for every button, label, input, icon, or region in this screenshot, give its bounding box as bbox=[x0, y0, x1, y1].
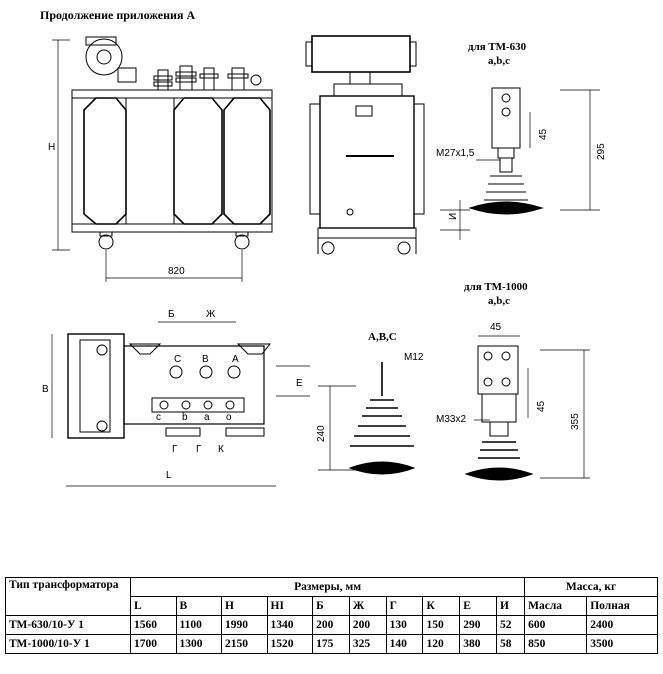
value-cell: 1340 bbox=[266, 615, 314, 635]
mass-cell: 3500 bbox=[586, 634, 658, 654]
value-cell: 380 bbox=[459, 634, 498, 654]
mass-col-header: Полная bbox=[586, 596, 658, 616]
transformer-drawing: H 820 для ТМ-630 a,b,c M bbox=[42, 35, 607, 487]
value-cell: 1990 bbox=[221, 615, 268, 635]
dim-i-label: И bbox=[448, 213, 459, 220]
value-cell: 150 bbox=[422, 615, 461, 635]
header-type: Тип трансформатора bbox=[5, 577, 131, 616]
plan-view: Б Ж C B A c b a o Г Г К B L E bbox=[42, 309, 310, 487]
tm630-subtitle: a,b,c bbox=[488, 55, 510, 67]
dim-b-label: B bbox=[42, 384, 49, 395]
lv-c-label: c bbox=[156, 412, 161, 423]
value-cell: 1700 bbox=[130, 634, 177, 654]
tm1000-dim-45-side: 45 bbox=[536, 400, 547, 412]
dim-g1-label: Г bbox=[172, 444, 178, 455]
lv-b-label: b bbox=[182, 412, 188, 423]
col-header: B bbox=[175, 596, 223, 616]
type-cell: ТМ-1000/10-У 1 bbox=[5, 634, 131, 654]
hv-thread-label: M12 bbox=[404, 352, 424, 363]
value-cell: 120 bbox=[422, 634, 461, 654]
dim-k-label: К bbox=[218, 444, 224, 455]
tm630-terminal-view: для ТМ-630 a,b,c M27x1,5 45 295 И bbox=[436, 41, 607, 240]
mass-cell: 850 bbox=[524, 634, 588, 654]
col-header: L bbox=[130, 596, 177, 616]
value-cell: 1520 bbox=[266, 634, 314, 654]
value-cell: 1100 bbox=[175, 615, 223, 635]
col-header: И bbox=[496, 596, 526, 616]
header-dimensions: Размеры, мм bbox=[129, 577, 526, 597]
tm1000-dim-355: 355 bbox=[570, 413, 581, 430]
dim-820-label: 820 bbox=[168, 266, 185, 277]
hv-b-label: B bbox=[202, 354, 209, 365]
dim-h-label: H bbox=[48, 142, 55, 153]
hv-bushing-title: A,B,C bbox=[368, 331, 397, 343]
value-cell: 140 bbox=[385, 634, 424, 654]
hv-c-label: C bbox=[174, 354, 181, 365]
side-view bbox=[305, 35, 425, 255]
value-cell: 325 bbox=[348, 634, 387, 654]
page-caption: Продолжение приложения А bbox=[40, 8, 196, 22]
value-cell: 58 bbox=[496, 634, 526, 654]
tm1000-subtitle: a,b,c bbox=[488, 295, 510, 307]
col-header: H bbox=[221, 596, 268, 616]
hv-bushing-icon bbox=[153, 65, 262, 91]
dim-zh-label: Ж bbox=[206, 309, 216, 320]
tm1000-thread-label: M33x2 bbox=[436, 414, 466, 425]
table-row: ТМ-630/10-У 1 1560 1100 1990 1340 200 20… bbox=[5, 615, 658, 635]
tm630-dim-45: 45 bbox=[538, 128, 549, 140]
type-cell: ТМ-630/10-У 1 bbox=[5, 615, 131, 635]
dim-l-label: L bbox=[166, 470, 172, 481]
dim-g2-label: Г bbox=[196, 444, 202, 455]
value-cell: 1300 bbox=[175, 634, 223, 654]
lv-o-label: o bbox=[226, 412, 232, 423]
lv-a-label: a bbox=[204, 412, 210, 423]
value-cell: 200 bbox=[312, 615, 350, 635]
value-cell: 130 bbox=[385, 615, 424, 635]
col-header: К bbox=[422, 596, 461, 616]
tm630-dim-295: 295 bbox=[596, 143, 607, 160]
tm630-thread-label: M27x1,5 bbox=[436, 148, 475, 159]
dim-e-label: E bbox=[296, 378, 303, 389]
mass-cell: 2400 bbox=[586, 615, 658, 635]
value-cell: 2150 bbox=[221, 634, 268, 654]
spec-table: Тип трансформатора Размеры, мм Масса, кг… bbox=[5, 577, 658, 654]
value-cell: 175 bbox=[312, 634, 350, 654]
header-mass: Масса, кг bbox=[524, 577, 658, 597]
value-cell: 52 bbox=[496, 615, 526, 635]
hv-bushing-view: A,B,C M12 240 bbox=[316, 331, 424, 475]
tm1000-title: для ТМ-1000 bbox=[464, 281, 528, 293]
col-header: Б bbox=[312, 596, 350, 616]
mass-col-header: Масла bbox=[524, 596, 588, 616]
col-header: E bbox=[459, 596, 498, 616]
col-header: Ж bbox=[348, 596, 387, 616]
hv-dim-240: 240 bbox=[316, 425, 327, 442]
table-row: ТМ-1000/10-У 1 1700 1300 2150 1520 175 3… bbox=[5, 634, 658, 654]
value-cell: 290 bbox=[459, 615, 498, 635]
table-header-row: Тип трансформатора Размеры, мм Масса, кг bbox=[5, 577, 658, 616]
col-header: Г bbox=[385, 596, 424, 616]
hv-a-label: A bbox=[232, 354, 239, 365]
value-cell: 1560 bbox=[130, 615, 177, 635]
front-view: H 820 bbox=[48, 36, 273, 282]
tm1000-dim-45-top: 45 bbox=[490, 322, 502, 333]
col-header: HI bbox=[266, 596, 314, 616]
value-cell: 200 bbox=[348, 615, 387, 635]
table-subheader-row: L B H HI Б Ж Г К E И Масла Полная bbox=[6, 596, 658, 616]
tm1000-terminal-view: для ТМ-1000 a,b,c 45 M33x2 45 355 bbox=[436, 281, 590, 481]
mass-cell: 600 bbox=[524, 615, 588, 635]
tm630-title: для ТМ-630 bbox=[468, 41, 527, 53]
dim-b2-label: Б bbox=[168, 309, 175, 320]
